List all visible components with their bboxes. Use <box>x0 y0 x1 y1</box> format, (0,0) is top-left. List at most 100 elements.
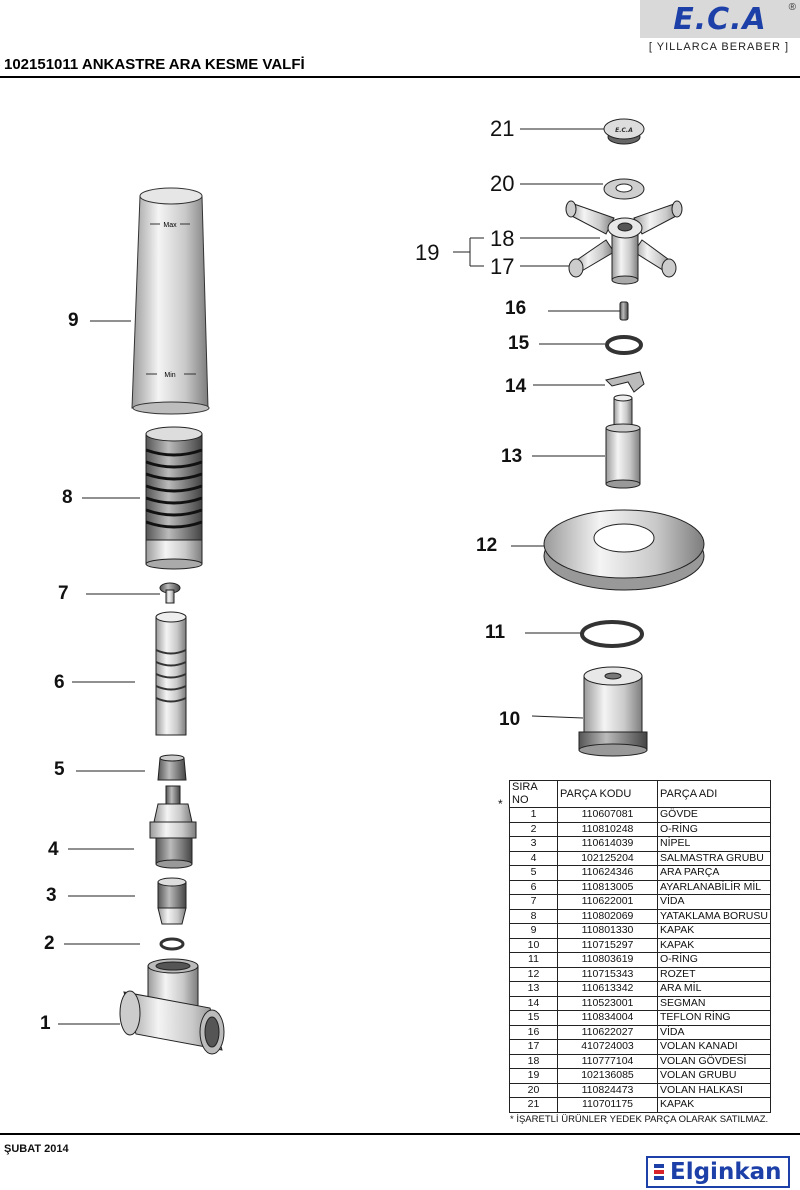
row-sira-no: 17 <box>509 1039 558 1055</box>
part-14-circlip <box>605 371 645 393</box>
row-parca-kodu: 102136085 <box>557 1068 658 1084</box>
row-sira-no: 15 <box>509 1010 558 1026</box>
row-parca-adi: VOLAN GRUBU <box>657 1068 771 1084</box>
footer-divider <box>0 1133 800 1135</box>
part-9-min-label: Min <box>164 372 175 379</box>
part-17-18-cross-handle <box>565 200 683 285</box>
row-parca-kodu: 110801330 <box>557 923 658 939</box>
row-sira-no: 7 <box>509 894 558 910</box>
row-parca-kodu: 110701175 <box>557 1097 658 1113</box>
row-sira-no: 12 <box>509 966 558 982</box>
row-parca-kodu: 110803619 <box>557 952 658 968</box>
row-parca-kodu: 110622001 <box>557 894 658 910</box>
row-parca-adi: AYARLANABİLİR MİL <box>657 879 771 895</box>
elginkan-logo: Elginkan <box>646 1156 790 1188</box>
row-parca-kodu: 110624346 <box>557 865 658 881</box>
row-parca-adi: VOLAN GÖVDESİ <box>657 1053 771 1069</box>
row-parca-kodu: 110834004 <box>557 1010 658 1026</box>
part-21-logo: E.C.A <box>615 127 633 134</box>
table-header-row: SIRA NO PARÇA KODU PARÇA ADI <box>509 780 771 808</box>
part-10-cover <box>578 666 648 757</box>
callout-19: 19 <box>415 240 440 265</box>
row-parca-kodu: 102125204 <box>557 850 658 866</box>
row-parca-kodu: 110824473 <box>557 1082 658 1098</box>
row-parca-adi: NİPEL <box>657 836 771 852</box>
row-sira-no: 8 <box>509 908 558 924</box>
callout-2: 2 <box>44 933 55 954</box>
callout-12: 12 <box>476 535 498 556</box>
row-parca-adi: TEFLON RİNG <box>657 1010 771 1026</box>
row-parca-kodu: 110607081 <box>557 807 658 823</box>
row-sira-no: 18 <box>509 1053 558 1069</box>
row-parca-kodu: 110715343 <box>557 966 658 982</box>
callout-21: 21 <box>490 116 515 141</box>
row-sira-no: 4 <box>509 850 558 866</box>
eca-logo: E.C.A ® <box>640 0 800 38</box>
leader-lines-right <box>453 128 620 719</box>
callout-15: 15 <box>508 333 530 354</box>
callout-10: 10 <box>499 709 521 730</box>
row-sira-no: 13 <box>509 981 558 997</box>
row-parca-kodu: 110523001 <box>557 995 658 1011</box>
callout-7: 7 <box>58 583 69 604</box>
slogan: [ YILLARCA BERABER ] <box>648 41 790 53</box>
part-11-o-ring <box>580 620 644 648</box>
part-6-adjustable-shaft <box>155 611 187 736</box>
callout-3: 3 <box>46 885 57 906</box>
row-parca-adi: SALMASTRA GRUBU <box>657 850 771 866</box>
callout-8: 8 <box>62 487 73 508</box>
row-parca-kodu: 110715297 <box>557 937 658 953</box>
row-parca-adi: KAPAK <box>657 1097 771 1113</box>
callout-14: 14 <box>505 376 527 397</box>
part-5-spacer <box>157 754 187 781</box>
part-21-cap <box>603 118 645 145</box>
row-parca-kodu: 110810248 <box>557 821 658 837</box>
row-parca-adi: O-RİNG <box>657 952 771 968</box>
header-sira-no: SIRA NO <box>509 780 558 808</box>
header-divider <box>0 76 800 78</box>
row-parca-kodu: 110614039 <box>557 836 658 852</box>
page-title: 102151011 ANKASTRE ARA KESME VALFİ <box>4 56 305 73</box>
row-parca-adi: VOLAN HALKASI <box>657 1082 771 1098</box>
row-parca-adi: SEGMAN <box>657 995 771 1011</box>
row-parca-adi: O-RİNG <box>657 821 771 837</box>
row-sira-no: 21 <box>509 1097 558 1113</box>
callout-6: 6 <box>54 672 65 693</box>
callout-13: 13 <box>501 446 523 467</box>
row-sira-no: 11 <box>509 952 558 968</box>
date-label: ŞUBAT 2014 <box>4 1143 69 1155</box>
callout-16: 16 <box>505 298 527 319</box>
part-9-cap <box>131 187 210 415</box>
row-parca-kodu: 110802069 <box>557 908 658 924</box>
registered-mark: ® <box>788 2 796 13</box>
callout-5: 5 <box>54 759 65 780</box>
row-parca-adi: ARA PARÇA <box>657 865 771 881</box>
row-sira-no: 16 <box>509 1024 558 1040</box>
row-sira-no: 5 <box>509 865 558 881</box>
row-parca-adi: VOLAN KANADI <box>657 1039 771 1055</box>
row-sira-no: 3 <box>509 836 558 852</box>
row-parca-kodu: 410724003 <box>557 1039 658 1055</box>
eca-logo-text: E.C.A <box>673 2 767 37</box>
row-parca-adi: YATAKLAMA BORUSU <box>657 908 771 924</box>
row-sira-no: 1 <box>509 807 558 823</box>
